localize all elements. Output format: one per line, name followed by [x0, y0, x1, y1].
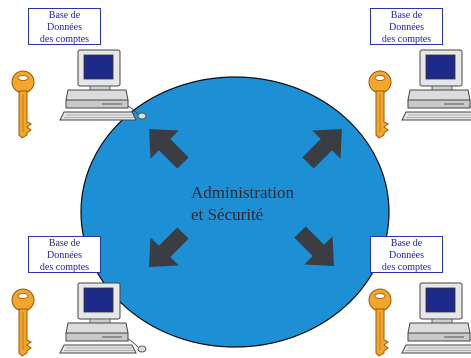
- db-label-line: des comptes: [39, 262, 90, 273]
- computer-icon: [401, 49, 471, 121]
- db-label-line: Base de: [48, 238, 81, 249]
- key-icon: [368, 288, 392, 357]
- db-label-line: Données: [389, 250, 424, 261]
- db-label-line: des comptes: [381, 34, 432, 45]
- db-label-top-left: Base de Données des comptes: [28, 8, 101, 45]
- db-label-line: des comptes: [39, 34, 90, 45]
- db-label-bottom-right: Base de Données des comptes: [370, 236, 443, 273]
- db-label-top-right: Base de Données des comptes: [370, 8, 443, 45]
- db-label-line: Base de: [390, 10, 423, 21]
- db-label-line: Base de: [48, 10, 81, 21]
- center-title: Administration et Sécurité: [191, 182, 294, 226]
- key-icon: [11, 288, 35, 357]
- computer-icon: [59, 49, 147, 121]
- db-label-line: des comptes: [381, 262, 432, 273]
- db-label-line: Données: [389, 22, 424, 33]
- center-title-line: et Sécurité: [191, 205, 264, 224]
- computer-icon: [401, 282, 471, 354]
- db-label-line: Données: [47, 250, 82, 261]
- db-label-bottom-left: Base de Données des comptes: [28, 236, 101, 273]
- key-icon: [368, 70, 392, 139]
- key-icon: [11, 70, 35, 139]
- center-title-line: Administration: [191, 183, 294, 202]
- db-label-line: Données: [47, 22, 82, 33]
- db-label-line: Base de: [390, 238, 423, 249]
